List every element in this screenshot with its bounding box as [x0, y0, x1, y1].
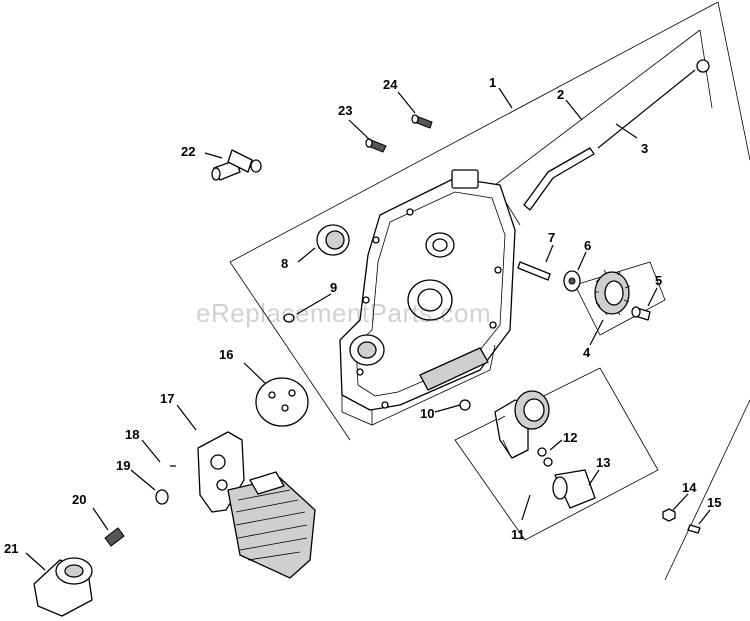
plug-19: [155, 489, 169, 505]
relief-valve: [552, 469, 596, 509]
governor-gear: [594, 269, 631, 316]
callout-12[interactable]: 12: [563, 430, 577, 445]
callout-11[interactable]: 11: [511, 527, 525, 542]
callout-18[interactable]: 18: [125, 427, 139, 442]
nipple-20: [104, 527, 125, 547]
leader-lines: [25, 87, 711, 571]
screw-5: [631, 306, 651, 321]
callout-14[interactable]: 14: [682, 480, 697, 495]
callout-19[interactable]: 19: [116, 458, 130, 473]
group-outline-11: [454, 367, 659, 541]
dowel-pin: [283, 313, 295, 323]
callout-20[interactable]: 20: [72, 492, 86, 507]
screw-24: [411, 114, 433, 129]
callout-22[interactable]: 22: [181, 144, 195, 159]
oil-filter: [33, 557, 93, 617]
gear-cover: [339, 169, 516, 426]
elbow-fitting: [211, 149, 262, 181]
group-outline-2: [494, 29, 713, 226]
o-ring: [459, 399, 471, 411]
callout-15[interactable]: 15: [707, 495, 721, 510]
dipstick: [597, 59, 710, 149]
oil-pump: [494, 390, 550, 459]
callout-1[interactable]: 1: [489, 75, 496, 90]
gasket: [255, 377, 309, 427]
group-outline-right: [664, 399, 750, 581]
callout-16[interactable]: 16: [219, 347, 233, 362]
callout-21[interactable]: 21: [4, 541, 18, 556]
oil-filter-adapter: [197, 431, 316, 579]
nut-14: [662, 508, 676, 522]
group-outline-4: [574, 261, 666, 336]
callout-13[interactable]: 13: [596, 455, 610, 470]
callout-6[interactable]: 6: [584, 238, 591, 253]
callout-8[interactable]: 8: [281, 256, 288, 271]
washer-6: [563, 270, 581, 292]
screw-15: [687, 524, 701, 534]
callout-3[interactable]: 3: [641, 141, 648, 156]
callout-24[interactable]: 24: [383, 77, 398, 92]
callout-10[interactable]: 10: [420, 406, 434, 421]
ball-12: [537, 447, 553, 467]
dipstick-tube: [523, 147, 595, 211]
callout-17[interactable]: 17: [160, 391, 174, 406]
callout-2[interactable]: 2: [557, 87, 564, 102]
callout-9[interactable]: 9: [330, 280, 337, 295]
callout-23[interactable]: 23: [338, 103, 352, 118]
watermark: eReplacementParts.com: [196, 298, 491, 328]
screw-23: [365, 138, 387, 153]
governor-shaft: [517, 261, 551, 281]
oil-seal: [316, 224, 350, 256]
callout-4[interactable]: 4: [583, 345, 591, 360]
callout-7[interactable]: 7: [548, 230, 555, 245]
group-outline-1: [229, 1, 750, 441]
callouts: 1 2 3 4 5 6 7 8 9 10 11 12 13 14 15 16 1…: [4, 75, 721, 556]
callout-5[interactable]: 5: [655, 273, 662, 288]
